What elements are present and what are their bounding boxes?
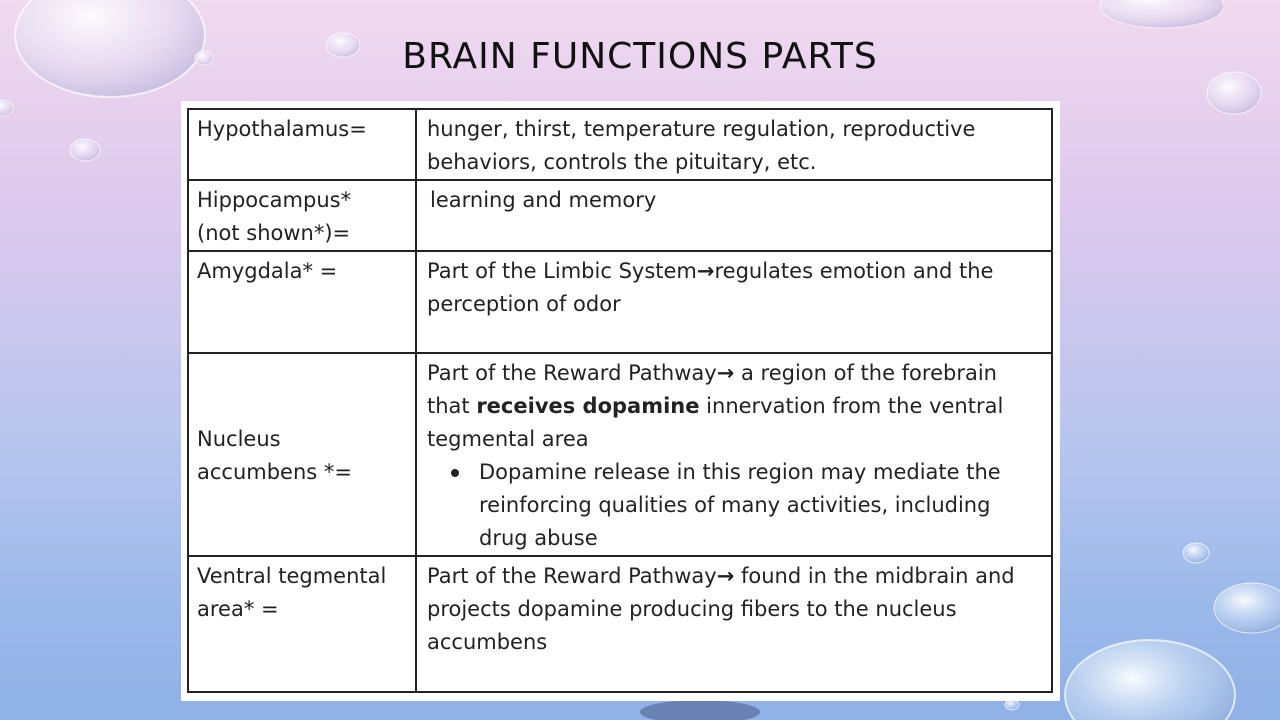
term-hippocampus-note: (not shown*)= bbox=[197, 221, 351, 245]
desc-vta-part1: Part of the Reward Pathway bbox=[427, 564, 717, 588]
bullet-text: Dopamine release in this region may medi… bbox=[479, 460, 1001, 550]
term-hypothalamus: Hypothalamus= bbox=[197, 117, 367, 141]
term-amygdala: Amygdala* = bbox=[197, 259, 338, 283]
table-row: Amygdala* = Part of the Limbic System→re… bbox=[187, 250, 1053, 354]
desc-hippocampus: learning and memory bbox=[430, 188, 657, 212]
bullet-dot-icon bbox=[451, 469, 459, 477]
list-item: Dopamine release in this region may medi… bbox=[451, 456, 1043, 555]
desc-cell: Part of the Reward Pathway→ found in the… bbox=[415, 555, 1053, 693]
brain-functions-table-panel: Hypothalamus= hunger, thirst, temperatur… bbox=[181, 101, 1060, 701]
desc-amygdala-part2: regulates emotion and the perception of … bbox=[427, 259, 994, 316]
term-cell: Hypothalamus= bbox=[187, 108, 417, 181]
desc-cell: Part of the Limbic System→regulates emot… bbox=[415, 250, 1053, 354]
term-cell: Nucleus accumbens *= bbox=[187, 352, 417, 557]
term-hippocampus: Hippocampus* bbox=[197, 188, 352, 212]
arrow-icon: → bbox=[716, 564, 735, 588]
desc-nucleus-part1: Part of the Reward Pathway bbox=[427, 361, 717, 385]
table-row: Nucleus accumbens *= Part of the Reward … bbox=[187, 352, 1053, 557]
desc-vta-part2: found in the midbrain and projects dopam… bbox=[427, 564, 1015, 654]
arrow-icon: → bbox=[716, 361, 735, 385]
desc-nucleus-part3: innervation from the ventral tegmental a… bbox=[427, 394, 1004, 451]
term-nucleus: Nucleus bbox=[197, 427, 281, 451]
bullet-list: Dopamine release in this region may medi… bbox=[427, 456, 1043, 555]
table-row: Ventral tegmental area* = Part of the Re… bbox=[187, 555, 1053, 693]
table-row: Hypothalamus= hunger, thirst, temperatur… bbox=[187, 108, 1053, 181]
term-vta: Ventral tegmental bbox=[197, 564, 387, 588]
desc-cell: learning and memory bbox=[415, 179, 1053, 252]
brain-functions-table: Hypothalamus= hunger, thirst, temperatur… bbox=[187, 108, 1053, 693]
desc-amygdala-part1: Part of the Limbic System bbox=[427, 259, 697, 283]
desc-cell: Part of the Reward Pathway→ a region of … bbox=[415, 352, 1053, 557]
arrow-icon: → bbox=[696, 259, 715, 283]
desc-cell: hunger, thirst, temperature regulation, … bbox=[415, 108, 1053, 181]
term-cell: Ventral tegmental area* = bbox=[187, 555, 417, 693]
desc-nucleus-bold: receives dopamine bbox=[476, 394, 700, 418]
term-cell: Hippocampus* (not shown*)= bbox=[187, 179, 417, 252]
slide-title: BRAIN FUNCTIONS PARTS bbox=[402, 36, 878, 77]
term-vta-line2: area* = bbox=[197, 597, 279, 621]
desc-nucleus-part2: a region of the forebrain that bbox=[427, 361, 997, 418]
term-cell: Amygdala* = bbox=[187, 250, 417, 354]
desc-hypothalamus: hunger, thirst, temperature regulation, … bbox=[427, 117, 976, 174]
term-accumbens: accumbens *= bbox=[197, 460, 352, 484]
table-row: Hippocampus* (not shown*)= learning and … bbox=[187, 179, 1053, 252]
